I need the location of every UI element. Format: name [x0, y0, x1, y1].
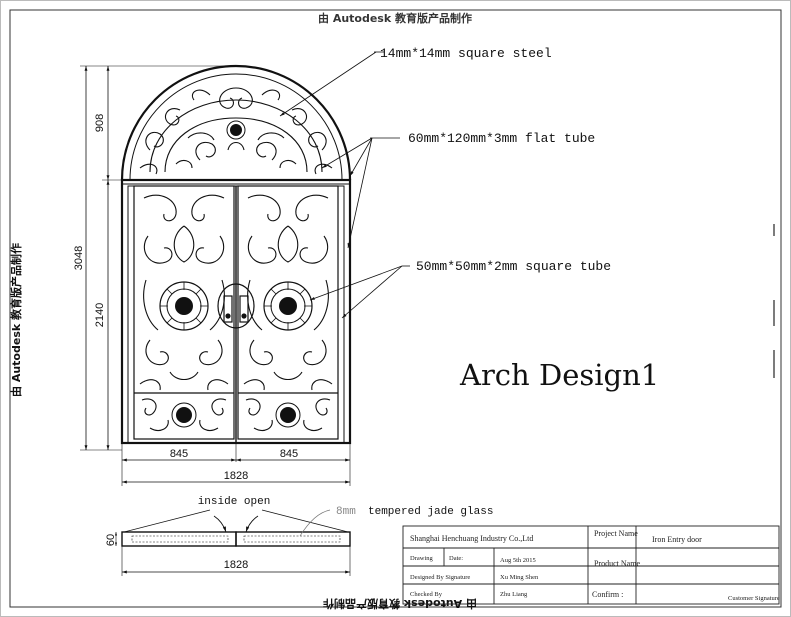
tb-designer: Xu Ming Shen	[500, 574, 539, 581]
dim-door-height: 2140	[94, 303, 106, 327]
dim-arch-height: 908	[94, 114, 106, 132]
dim-total-height: 3048	[73, 246, 85, 270]
tb-project-value: Iron Entry door	[652, 535, 702, 544]
dim-plan-depth: 60	[105, 534, 117, 546]
callout-leaders	[279, 51, 410, 319]
tb-date-value: Aug 5th 2015	[500, 557, 536, 564]
watermark-top: 由 Autodesk 教育版产品制作	[318, 11, 472, 25]
bottom-rosette-right	[280, 407, 296, 423]
tb-designed-label: Designed By Signature	[410, 574, 470, 581]
right-leaf-scrollwork	[243, 194, 333, 391]
callout-square-tube: 50mm*50mm*2mm square tube	[416, 259, 611, 274]
tb-drawing-label: Drawing	[410, 555, 433, 562]
arch-scrollwork	[139, 87, 333, 175]
left-leaf-scrollwork	[139, 194, 229, 391]
callout-inside-open: inside open	[198, 496, 271, 508]
right-leaf	[237, 185, 339, 440]
dim-leaf-right: 845	[280, 448, 298, 460]
tb-confirm-label: Confirm :	[592, 590, 623, 599]
dim-leaf-left: 845	[170, 448, 188, 460]
arch-outer	[120, 64, 352, 181]
callout-square-steel: 14mm*14mm square steel	[380, 46, 552, 61]
bottom-panel-scrollwork	[141, 398, 331, 431]
plan-view	[114, 509, 351, 576]
dimension-lines	[80, 65, 351, 486]
tb-checked-label: Checked By	[410, 591, 443, 598]
dim-plan-width: 1828	[224, 559, 248, 571]
dim-total-width: 1828	[224, 470, 248, 482]
watermark-left: 由 Autodesk 教育版产品制作	[9, 243, 23, 397]
callout-glass: tempered jade glass	[368, 506, 493, 518]
door-handle	[217, 283, 255, 329]
tb-date-label: Date:	[449, 555, 463, 562]
tb-product-label: Product Name	[594, 559, 640, 568]
tb-checker: Zhu Liang	[500, 591, 528, 598]
bottom-rosette-left	[176, 407, 192, 423]
tb-customer-label: Customer Signature	[728, 595, 780, 602]
tb-project-label: Project Name	[594, 529, 638, 538]
tb-company: Shanghai Henchuang Industry Co.,Ltd	[410, 534, 533, 543]
callout-glass-thickness: 8mm	[336, 506, 356, 518]
left-leaf	[133, 185, 235, 440]
callout-flat-tube: 60mm*120mm*3mm flat tube	[408, 131, 595, 146]
drawing-title: Arch Design1	[459, 358, 659, 392]
arch-inner	[129, 73, 343, 181]
arch-rosette	[230, 124, 242, 136]
door-elevation	[120, 64, 352, 445]
sheet-border	[9, 9, 782, 608]
watermark-bottom: 由 Autodesk 教育版产品制作	[323, 597, 477, 611]
title-block	[402, 525, 780, 605]
